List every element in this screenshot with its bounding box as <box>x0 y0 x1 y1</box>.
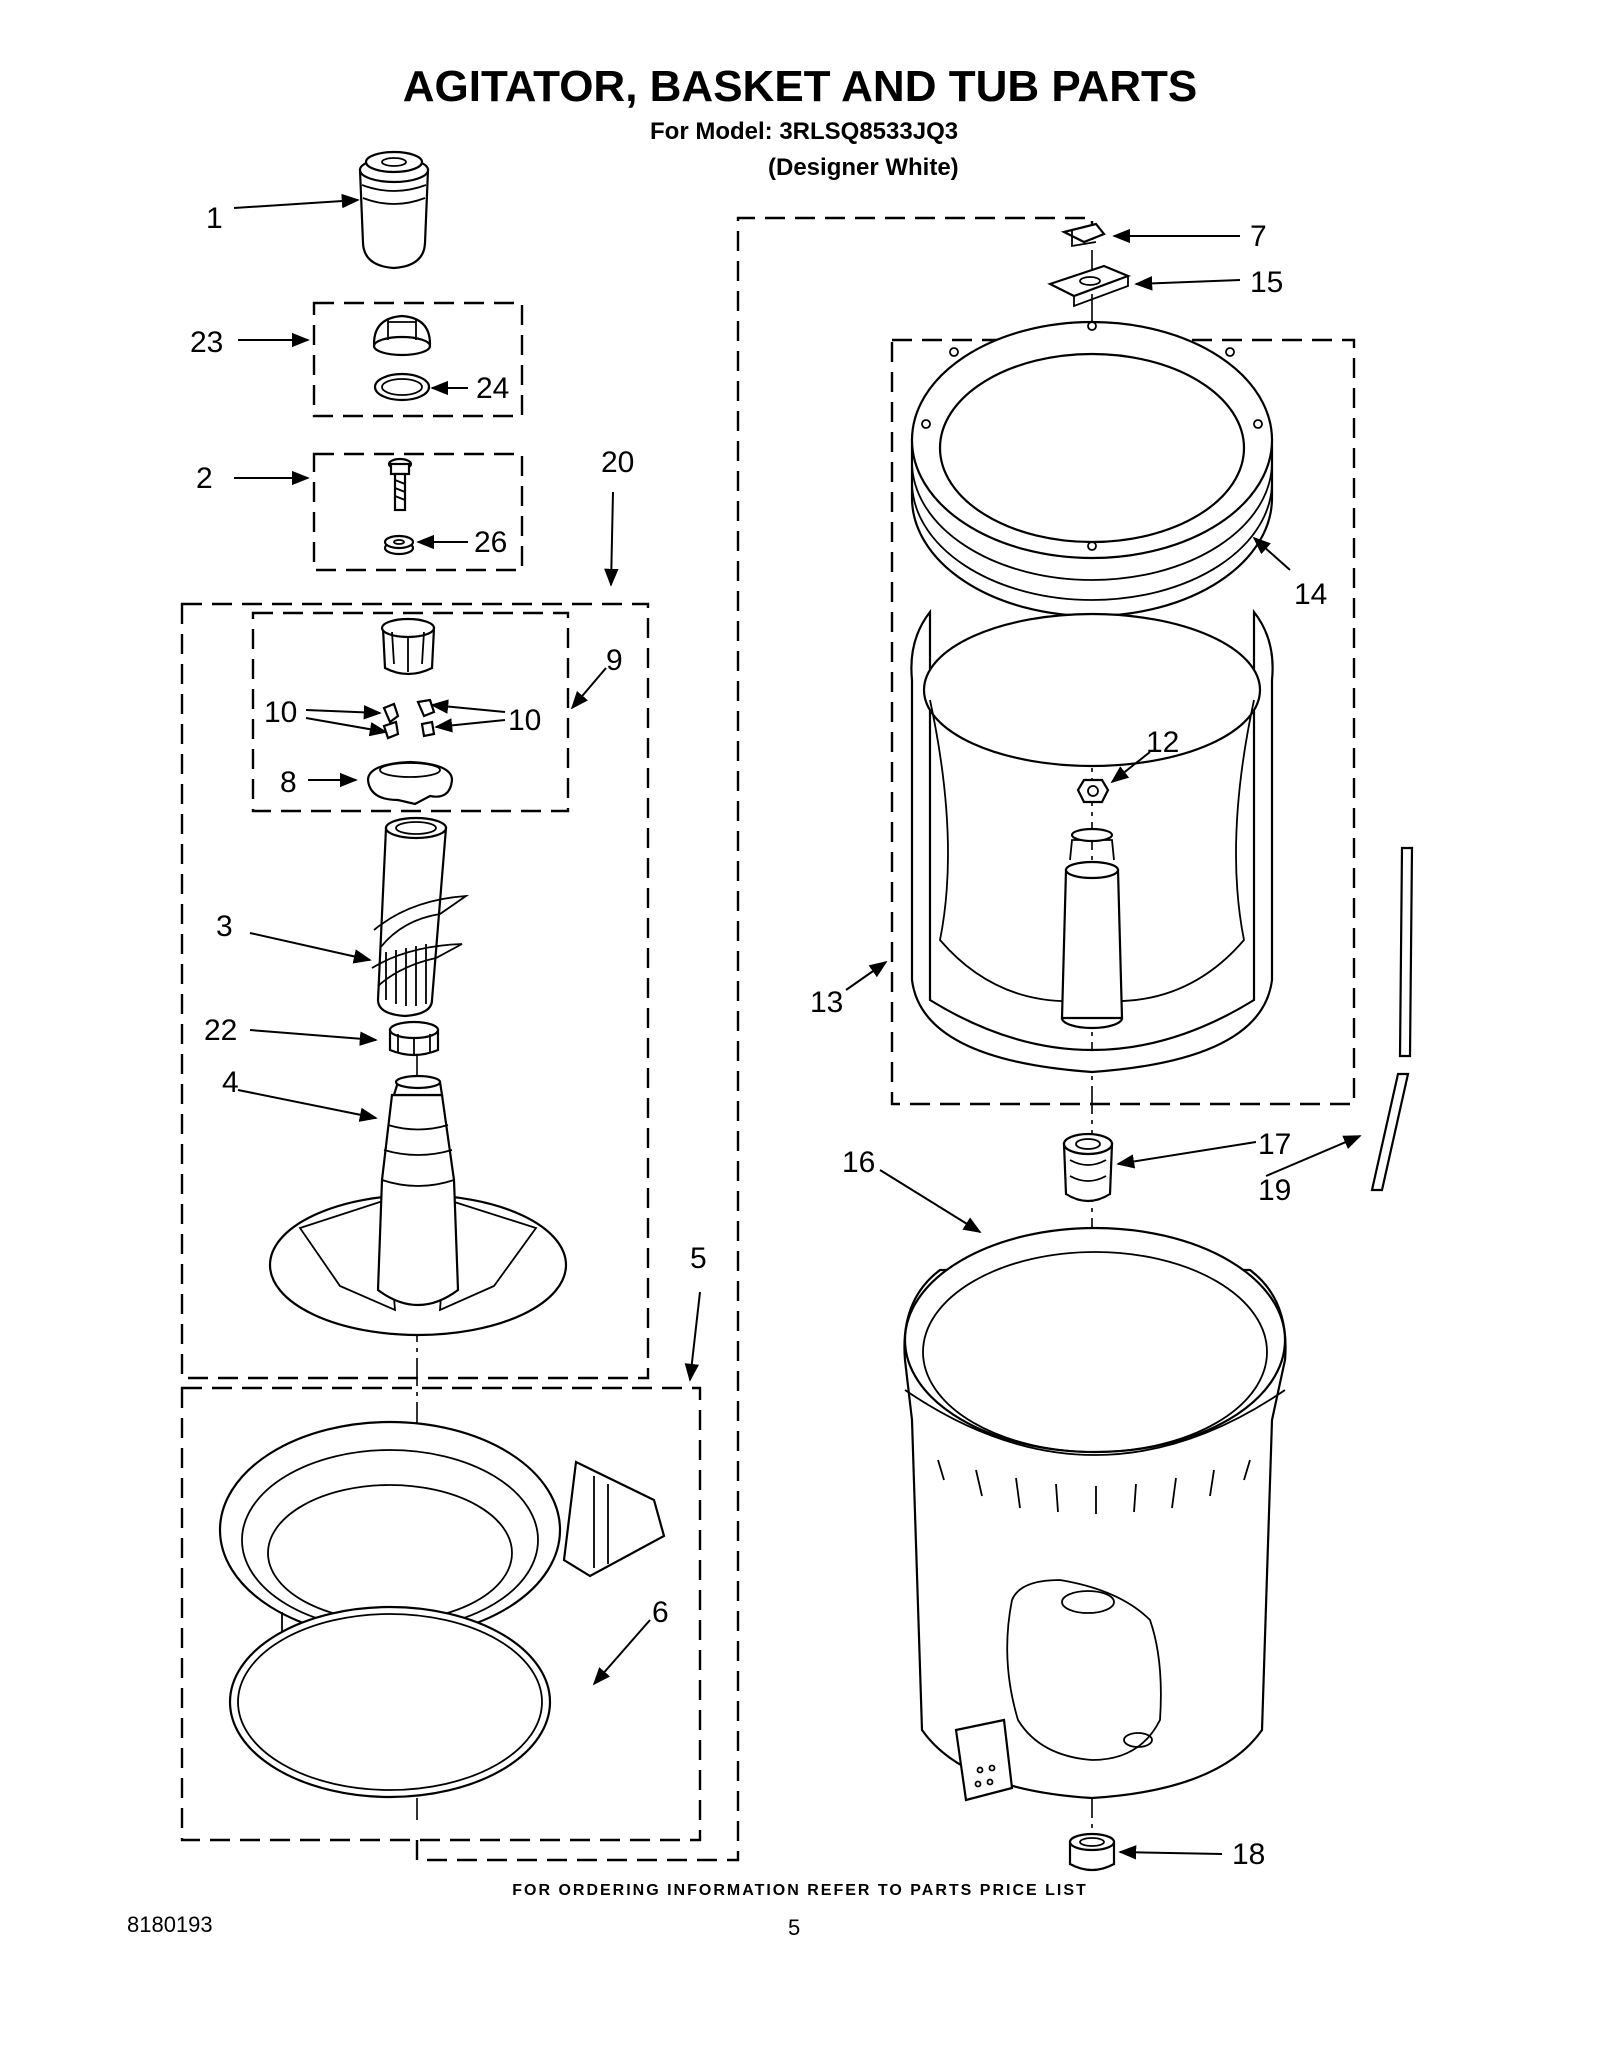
group-box-23 <box>312 301 524 418</box>
callout-12: 12 <box>1146 726 1179 759</box>
callout-10-right: 10 <box>508 704 541 737</box>
part-1-agitator-cap <box>358 150 430 270</box>
callout-23: 23 <box>190 326 223 359</box>
group-box-9 <box>251 611 570 813</box>
ordering-note: FOR ORDERING INFORMATION REFER TO PARTS … <box>512 1882 1088 1899</box>
callout-14: 14 <box>1294 578 1327 611</box>
callout-20: 20 <box>601 446 634 479</box>
part-24-seal-ring <box>373 372 431 402</box>
callout-7: 7 <box>1250 220 1267 253</box>
part-13-basket <box>910 608 1274 1074</box>
callout-2: 2 <box>196 462 213 495</box>
callout-1: 1 <box>206 202 223 235</box>
part-17-drive-block <box>1062 1132 1114 1203</box>
callout-4: 4 <box>222 1066 239 1099</box>
callout-labels: 1 23 24 2 20 26 9 10 10 8 3 22 4 5 6 7 1… <box>190 202 1327 1871</box>
part-19-hose <box>1370 846 1414 1192</box>
group-box-5 <box>180 1386 702 1842</box>
part-15-support <box>1047 264 1132 308</box>
part-2-bolt <box>387 457 413 512</box>
callout-16: 16 <box>842 1146 875 1179</box>
part-7-clip <box>1060 222 1106 248</box>
callout-17: 17 <box>1258 1128 1291 1161</box>
part-14-balance-ring <box>910 320 1274 618</box>
model-color: (Designer White) <box>768 154 959 181</box>
document-number: 8180193 <box>127 1912 213 1937</box>
page-number: 5 <box>788 1915 801 1940</box>
group-box-2 <box>312 452 524 572</box>
callout-22: 22 <box>204 1014 237 1047</box>
part-9-agitator-dog-cam <box>380 617 436 676</box>
leader-lines <box>233 193 1362 1860</box>
part-22-bearing <box>388 1020 440 1057</box>
part-6-seal <box>228 1605 552 1799</box>
callout-5: 5 <box>690 1242 707 1275</box>
part-10-agitator-dogs <box>382 698 436 740</box>
callout-26: 26 <box>474 526 507 559</box>
part-16-outer-tub <box>903 1226 1287 1802</box>
callout-6: 6 <box>652 1596 669 1629</box>
group-box-20 <box>180 602 650 1380</box>
callout-9: 9 <box>606 644 623 677</box>
part-18-grommet <box>1068 1832 1116 1872</box>
part-8-cam <box>366 760 454 806</box>
callout-8: 8 <box>280 766 297 799</box>
part-4-agitator-base <box>268 1074 568 1337</box>
part-6-tub-ring <box>218 1420 666 1660</box>
callout-13: 13 <box>810 986 843 1019</box>
group-box-13-14 <box>890 338 1356 1106</box>
callout-19: 19 <box>1258 1174 1291 1207</box>
callout-10-left: 10 <box>264 696 297 729</box>
callout-24: 24 <box>476 372 509 405</box>
model-number: For Model: 3RLSQ8533JQ3 <box>650 118 959 145</box>
connector-line-5 <box>415 216 1094 1862</box>
callout-18: 18 <box>1232 1838 1265 1871</box>
page-title: AGITATOR, BASKET AND TUB PARTS <box>402 62 1198 111</box>
part-23-cap <box>372 314 432 357</box>
part-3-agitator-barrel <box>371 816 470 1018</box>
callout-3: 3 <box>216 910 233 943</box>
callout-15: 15 <box>1250 266 1283 299</box>
part-26-washer <box>383 534 415 556</box>
